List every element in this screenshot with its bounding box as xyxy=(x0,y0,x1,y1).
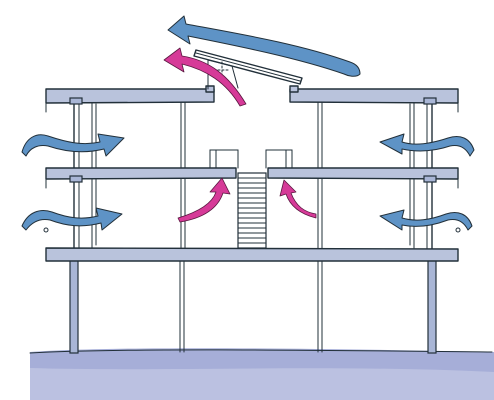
wall-details xyxy=(43,97,461,233)
warm-airflow xyxy=(163,47,317,223)
vent-louver-inner xyxy=(195,52,301,82)
wall-cap-left-mid xyxy=(69,175,83,183)
rail-post-left xyxy=(43,227,49,233)
curved-arrow-icon xyxy=(177,177,231,223)
central-stair xyxy=(237,172,267,249)
arrow-flow-icon xyxy=(21,133,125,157)
arrow-flow-icon xyxy=(167,15,361,77)
ground-floor-columns xyxy=(69,259,437,354)
ground-band-light xyxy=(30,368,494,400)
roof-upstand-left xyxy=(205,85,215,93)
wall-cap-left-top xyxy=(69,97,83,105)
floor-slabs xyxy=(45,85,459,262)
curved-arrow-icon xyxy=(279,179,317,219)
second-floor-slab-left xyxy=(45,167,237,180)
arrow-flow-icon xyxy=(379,209,473,231)
arrow-flow-icon xyxy=(21,207,123,231)
wall-cap-right-mid xyxy=(423,175,437,183)
rail-post-right xyxy=(455,227,461,233)
roof-slab-left xyxy=(45,88,215,104)
first-floor-slab xyxy=(45,247,459,262)
column-left xyxy=(69,259,79,354)
curved-arrow-icon xyxy=(163,47,247,107)
stair-outline xyxy=(237,172,267,249)
balustrade-right xyxy=(265,149,293,169)
cool-airflow xyxy=(21,15,475,231)
column-right xyxy=(427,259,437,354)
wall-cap-right-top xyxy=(423,97,437,105)
balustrade-left xyxy=(209,149,239,169)
central-void-balustrades xyxy=(209,149,293,169)
ground xyxy=(29,348,494,400)
vent-louver xyxy=(193,49,303,85)
roof-ventilator xyxy=(193,49,303,90)
roof-upstand-right xyxy=(289,85,299,93)
vent-frame-dash xyxy=(213,61,231,81)
arrow-flow-icon xyxy=(379,133,475,157)
